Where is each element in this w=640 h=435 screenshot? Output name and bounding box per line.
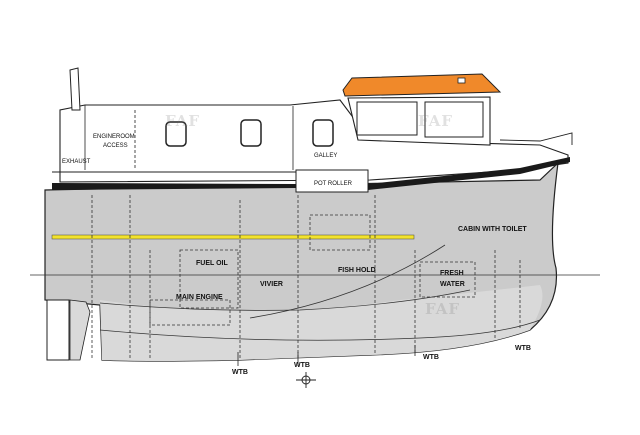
- keel-line: [99, 319, 541, 341]
- hull-stripe: [51, 234, 415, 240]
- wheelhouse-roof: [342, 73, 502, 97]
- porthole-3: [312, 119, 334, 147]
- label-exhaust: EXHAUST: [62, 159, 91, 165]
- label-fish-hold: FISH HOLD: [338, 267, 376, 274]
- exhaust-stack: [69, 67, 81, 111]
- porthole-1: [165, 121, 187, 147]
- lower-hull-shade: [100, 285, 543, 361]
- compartment-lines: [91, 195, 521, 360]
- wheelhouse-window-1: [356, 101, 418, 136]
- label-main-engine: MAIN ENGINE: [176, 294, 223, 301]
- label-fresh: FRESH: [440, 270, 464, 277]
- label-wtb-3: WTB: [423, 354, 439, 361]
- label-wtb-4: WTB: [515, 345, 531, 352]
- pot-roller-box: [295, 169, 369, 193]
- watermark-1: FAF: [165, 112, 201, 130]
- label-engineroom: ENGINEROOM: [93, 134, 135, 140]
- porthole-2: [240, 119, 262, 147]
- label-cabin-with-toilet: CABIN WITH TOILET: [458, 226, 527, 233]
- rudder: [46, 299, 70, 361]
- wheelhouse-window-2: [424, 101, 484, 138]
- deck-band-fore: [368, 157, 570, 190]
- bow-rail: [499, 132, 573, 145]
- label-fuel-oil: FUEL OIL: [196, 260, 228, 267]
- deck-band: [52, 183, 296, 190]
- bulkhead-markers: [237, 345, 416, 366]
- bilge-line: [99, 289, 471, 311]
- label-pot-roller: POT ROLLER: [314, 181, 352, 187]
- watermark-3: FAF: [425, 300, 461, 318]
- fish-hold-curve: [249, 244, 446, 319]
- label-access: ACCESS: [103, 143, 128, 149]
- label-wtb-1: WTB: [232, 369, 248, 376]
- label-vivier: VIVIER: [260, 281, 283, 288]
- label-wtb-2: WTB: [294, 362, 310, 369]
- propeller: [69, 299, 91, 361]
- roof-fitting: [457, 77, 466, 84]
- label-water: WATER: [440, 281, 465, 288]
- midship-symbol: [296, 372, 316, 388]
- watermark-2: FAF: [418, 112, 454, 130]
- label-galley: GALLEY: [314, 153, 338, 159]
